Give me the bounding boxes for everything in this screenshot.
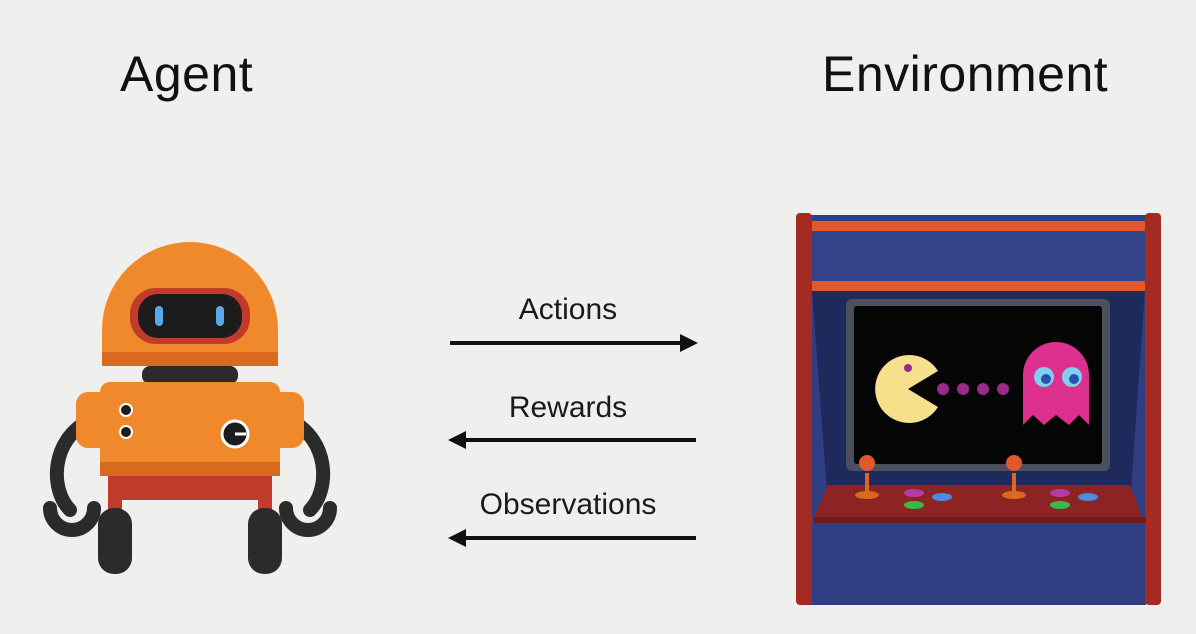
- robot-hip: [108, 476, 272, 500]
- pacman-icon: [875, 355, 938, 423]
- robot-body: [100, 382, 280, 476]
- robot-right-eye: [216, 306, 224, 326]
- pellet-icon: [937, 383, 949, 395]
- robot-icon: [43, 242, 337, 574]
- arcade-screen: [854, 306, 1102, 464]
- arrow-head-left-icon: [448, 431, 466, 449]
- rewards-arrow: [448, 431, 696, 449]
- environment-title: Environment: [822, 46, 1109, 102]
- ghost-icon: [1023, 342, 1089, 425]
- arcade-machine-icon: [796, 213, 1161, 605]
- arcade-left-rail: [796, 213, 812, 605]
- pellet-icon: [977, 383, 989, 395]
- arcade-button: [1050, 501, 1070, 509]
- arcade-right-rail: [1145, 213, 1161, 605]
- actions-label: Actions: [518, 293, 618, 326]
- arcade-button: [1050, 489, 1070, 497]
- arcade-button: [904, 489, 924, 497]
- robot-button: [119, 425, 133, 439]
- robot-neck: [142, 366, 238, 384]
- arrow-head-left-icon: [448, 529, 466, 547]
- joystick-left-icon: [859, 455, 875, 471]
- robot-left-claw: [43, 501, 101, 537]
- arcade-marquee: [812, 231, 1145, 281]
- robot-visor: [138, 294, 242, 338]
- robot-right-wheel: [248, 508, 282, 574]
- arcade-button: [904, 501, 924, 509]
- observations-arrow: [448, 529, 696, 547]
- robot-left-wheel: [98, 508, 132, 574]
- robot-button: [119, 403, 133, 417]
- joystick-right-icon: [1006, 455, 1022, 471]
- arcade-button: [1078, 493, 1098, 501]
- arcade-control-panel: [814, 485, 1142, 517]
- robot-left-eye: [155, 306, 163, 326]
- arcade-button: [932, 493, 952, 501]
- robot-right-claw: [279, 501, 337, 537]
- observations-label: Observations: [479, 488, 657, 521]
- agent-title: Agent: [120, 46, 254, 102]
- rewards-label: Rewards: [508, 391, 628, 424]
- arrow-head-right-icon: [680, 334, 698, 352]
- pellet-icon: [997, 383, 1009, 395]
- actions-arrow: [450, 334, 698, 352]
- pellet-icon: [957, 383, 969, 395]
